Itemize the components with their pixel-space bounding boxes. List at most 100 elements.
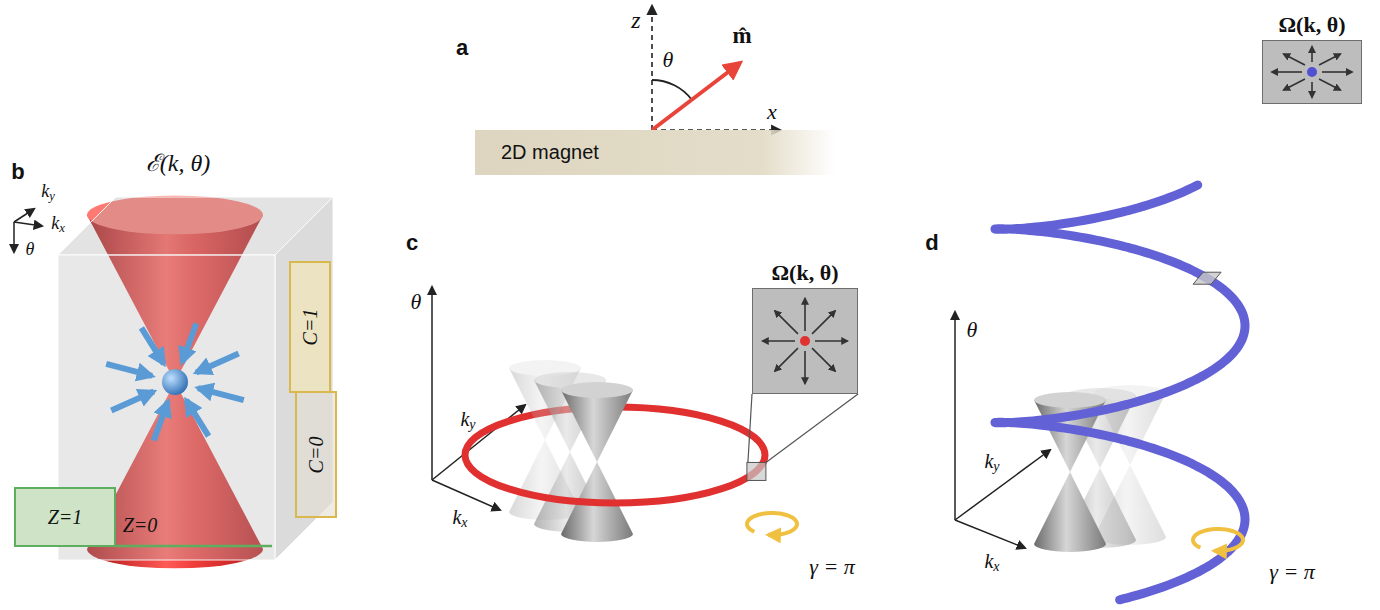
berry-flux-arrow	[196, 353, 238, 372]
illustration-part	[1034, 472, 1106, 552]
math-label: C=0	[305, 437, 327, 474]
symbol-part: k	[452, 506, 461, 528]
curvature-arrow	[1319, 54, 1340, 65]
curvature-arrow	[1311, 47, 1313, 62]
berry-phase-loop	[1193, 529, 1243, 551]
nodal-ring	[465, 455, 765, 503]
math-label: kx	[984, 550, 999, 575]
math-label: θ	[967, 318, 978, 342]
chern-planes	[290, 262, 336, 517]
berry-flux-arrow	[111, 392, 153, 411]
math-label: ky	[460, 408, 475, 433]
magnetization-arrow	[652, 63, 740, 130]
curvature-arrow	[804, 351, 806, 384]
symbol-part: k	[460, 408, 469, 430]
inset-heading: Ω(k, θ)	[1279, 13, 1346, 37]
math-label: Z=1	[48, 506, 83, 528]
math-label: θ	[411, 290, 422, 314]
illustration-part	[296, 392, 336, 517]
curvature-arrow	[812, 348, 835, 371]
angle-arc	[652, 80, 692, 100]
panel-c	[432, 287, 858, 542]
subscript-part: x	[461, 515, 467, 530]
curvature-arrow	[1272, 71, 1302, 73]
theta-axis	[954, 312, 956, 520]
illustration-part	[15, 488, 115, 546]
monopole	[162, 369, 188, 395]
berry-flux-arrow	[141, 328, 163, 364]
panel-a	[652, 6, 780, 130]
ky-axis	[432, 405, 525, 480]
math-label: θ	[26, 240, 35, 260]
curvature-arrow	[775, 348, 798, 371]
illustration-part	[115, 545, 272, 548]
berry-curvature-inset: Ω(k, θ)	[1262, 40, 1362, 104]
berry-curvature-inset: Ω(k, θ)	[752, 288, 858, 394]
zoom-patch	[1193, 272, 1221, 284]
ky-axis	[14, 209, 34, 222]
subscript-part: y	[993, 459, 999, 474]
panel-letter: d	[925, 231, 938, 255]
curvature-arrow	[1319, 79, 1340, 90]
panel-letter: b	[11, 160, 24, 184]
vector-label: m̂	[732, 23, 751, 48]
berry-flux-arrow	[154, 401, 168, 440]
illustration-part	[290, 262, 330, 392]
berry-phase-loop	[747, 513, 797, 535]
z-axis	[651, 6, 653, 130]
kx-axis	[14, 222, 42, 226]
math-label: γ = π	[809, 555, 855, 579]
magnet-layer: 2D magnet	[475, 130, 835, 175]
math-label: kx	[51, 214, 65, 236]
math-label: ky	[984, 450, 999, 475]
symbol-part: k	[41, 181, 49, 201]
x-axis	[652, 129, 780, 131]
math-label: z	[631, 7, 640, 33]
curvature-arrow	[812, 311, 835, 334]
zoom-line	[766, 394, 858, 462]
inset-heading: Ω(k, θ)	[772, 261, 839, 285]
nodal-helix	[995, 185, 1245, 600]
curvature-arrow	[1284, 54, 1305, 65]
curvature-arrow	[775, 311, 798, 334]
math-label: θ	[663, 48, 674, 72]
theta-axis	[431, 287, 433, 480]
ky-axis	[955, 450, 1050, 520]
z-planes	[15, 488, 272, 546]
dirac-cone	[561, 382, 633, 542]
symbol-part: k	[984, 550, 993, 572]
subscript-part: x	[59, 221, 65, 235]
source-dot	[800, 336, 810, 346]
zoom-line	[748, 394, 752, 462]
math-label: γ = π	[1269, 560, 1315, 584]
berry-flux-arrow	[106, 364, 152, 376]
curvature-arrow	[1284, 79, 1305, 90]
kx-axis	[955, 520, 1025, 548]
illustration-part	[561, 390, 633, 462]
math-label: ky	[41, 182, 55, 204]
illustration-part	[561, 382, 633, 398]
layer-label: 2D magnet	[475, 130, 835, 175]
math-label: ℰ(k, θ)	[146, 150, 210, 176]
panel-d	[955, 185, 1245, 600]
field-arrows	[1263, 41, 1361, 103]
zoom-patch	[747, 462, 766, 480]
panel-letter: a	[456, 36, 468, 60]
math-label: x	[767, 100, 777, 124]
panel-letter: c	[406, 231, 418, 255]
field-arrows	[753, 289, 857, 393]
curvature-arrow	[762, 340, 795, 342]
berry-flux-arrow	[182, 324, 196, 363]
source-dot	[1307, 67, 1317, 77]
curvature-arrow	[804, 298, 806, 331]
symbol-part: k	[984, 450, 993, 472]
subscript-part: y	[49, 189, 55, 203]
curvature-arrow	[815, 340, 848, 342]
subscript-part: x	[993, 559, 999, 574]
berry-flux-arrow	[186, 400, 208, 436]
berry-flux-arrow	[198, 388, 244, 400]
subscript-part: y	[469, 417, 475, 432]
